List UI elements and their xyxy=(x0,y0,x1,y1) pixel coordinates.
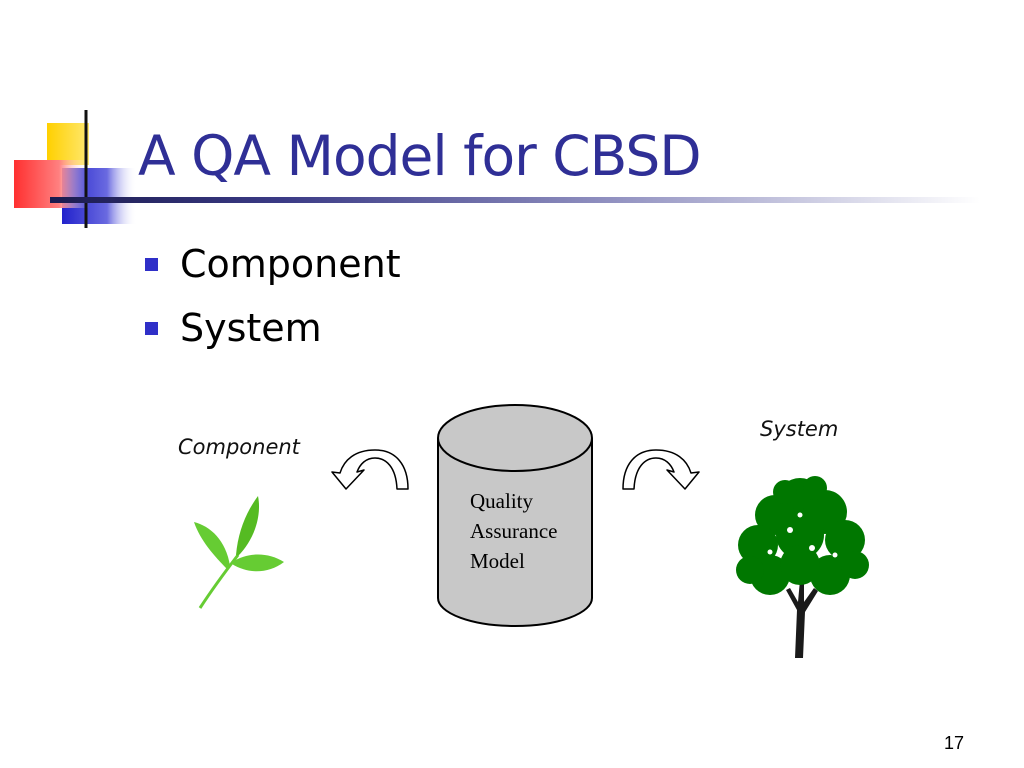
bullet-square-icon xyxy=(145,257,158,271)
yellow-square xyxy=(47,123,89,165)
right-curved-arrow-icon xyxy=(622,449,700,490)
database-cylinder-icon xyxy=(437,404,593,627)
leaf-sprig-icon xyxy=(194,496,284,609)
slide-title: A QA Model for CBSD xyxy=(138,124,702,188)
cylinder-label-line-3: Model xyxy=(470,549,525,573)
cylinder-label-line-1: Quality xyxy=(470,489,533,513)
component-label: Component xyxy=(178,435,301,459)
bullet-item: Component xyxy=(145,232,401,296)
page-number: 17 xyxy=(943,733,964,753)
tree-icon xyxy=(736,476,869,658)
cylinder-label-line-2: Assurance xyxy=(470,519,557,543)
bullet-text-system: System xyxy=(180,306,322,350)
bullet-item: System xyxy=(145,296,401,360)
bullet-list: Component System xyxy=(145,232,401,360)
bullet-text-component: Component xyxy=(180,242,401,286)
left-curved-arrow-icon xyxy=(331,449,409,490)
bullet-square-icon xyxy=(145,321,158,335)
system-label: System xyxy=(760,417,838,441)
title-underline xyxy=(50,197,980,203)
